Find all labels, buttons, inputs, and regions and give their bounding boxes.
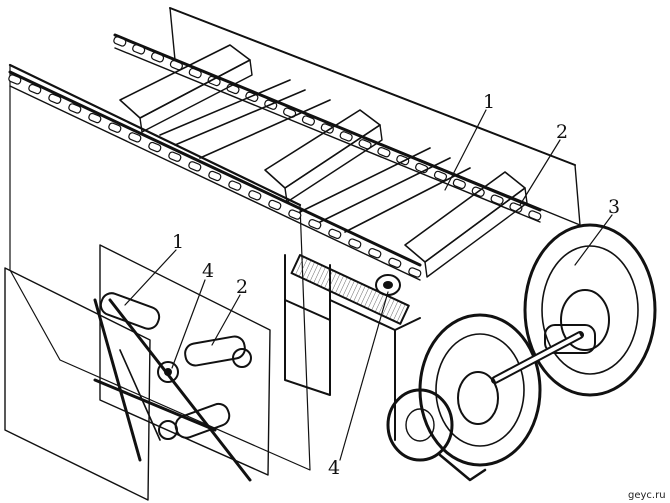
chain-link <box>528 210 542 221</box>
chain-link <box>208 170 222 182</box>
chain-link <box>368 247 382 259</box>
callout-inset-1: 1 <box>172 231 184 253</box>
cross-rungs <box>159 79 471 233</box>
chain-link <box>128 132 142 143</box>
chain-link <box>301 115 316 126</box>
chain-link <box>509 202 523 213</box>
chain-link <box>490 194 504 205</box>
chain-link <box>169 60 183 71</box>
chain-link <box>88 112 102 124</box>
chain-link <box>288 209 302 220</box>
scraper-flight-3 <box>404 171 528 278</box>
callout-main-3: 3 <box>608 196 620 218</box>
callout-inset-4: 4 <box>202 260 214 282</box>
watermark: geyc.ru <box>628 490 666 501</box>
inset-rollers <box>99 292 252 440</box>
chain-link <box>377 147 391 158</box>
chain-link <box>132 44 146 55</box>
inset-detail <box>4 244 271 501</box>
chain-link <box>228 180 242 191</box>
chain-link <box>248 190 262 201</box>
chain-link <box>268 199 282 211</box>
callout-main-1: 1 <box>483 91 495 113</box>
chain-link <box>433 170 448 182</box>
drive-sprocket-front <box>418 313 542 467</box>
drive-shaft <box>491 331 584 384</box>
shaft-end-hub <box>386 388 487 482</box>
chain-link <box>108 122 122 133</box>
scraper-flight-1 <box>119 44 253 133</box>
leader-lines <box>124 109 613 461</box>
scraper-flight-2 <box>264 109 383 203</box>
chain-link <box>339 131 353 142</box>
callout-main-4: 4 <box>328 457 340 479</box>
chain-link <box>8 74 22 85</box>
chain-link <box>148 141 162 153</box>
chain-link <box>358 139 372 150</box>
chain-link <box>28 83 42 95</box>
chain-link <box>48 93 62 104</box>
chain-link <box>68 103 82 114</box>
chain-link <box>452 178 466 190</box>
conveyor-chain-lower <box>8 70 422 281</box>
drive-sprocket-rear <box>523 223 657 397</box>
chain-link <box>168 151 182 162</box>
chain-link <box>113 36 127 47</box>
idler-roller <box>375 274 401 296</box>
chain-link <box>408 267 422 278</box>
callout-inset-2: 2 <box>236 276 248 298</box>
chain-link <box>150 52 165 63</box>
chain-link <box>188 161 202 172</box>
chain-link <box>348 238 362 249</box>
chain-link <box>328 228 342 240</box>
chain-link <box>388 257 402 269</box>
chain-link <box>188 67 202 79</box>
chain-link <box>308 219 322 230</box>
callout-main-2: 2 <box>556 121 568 143</box>
